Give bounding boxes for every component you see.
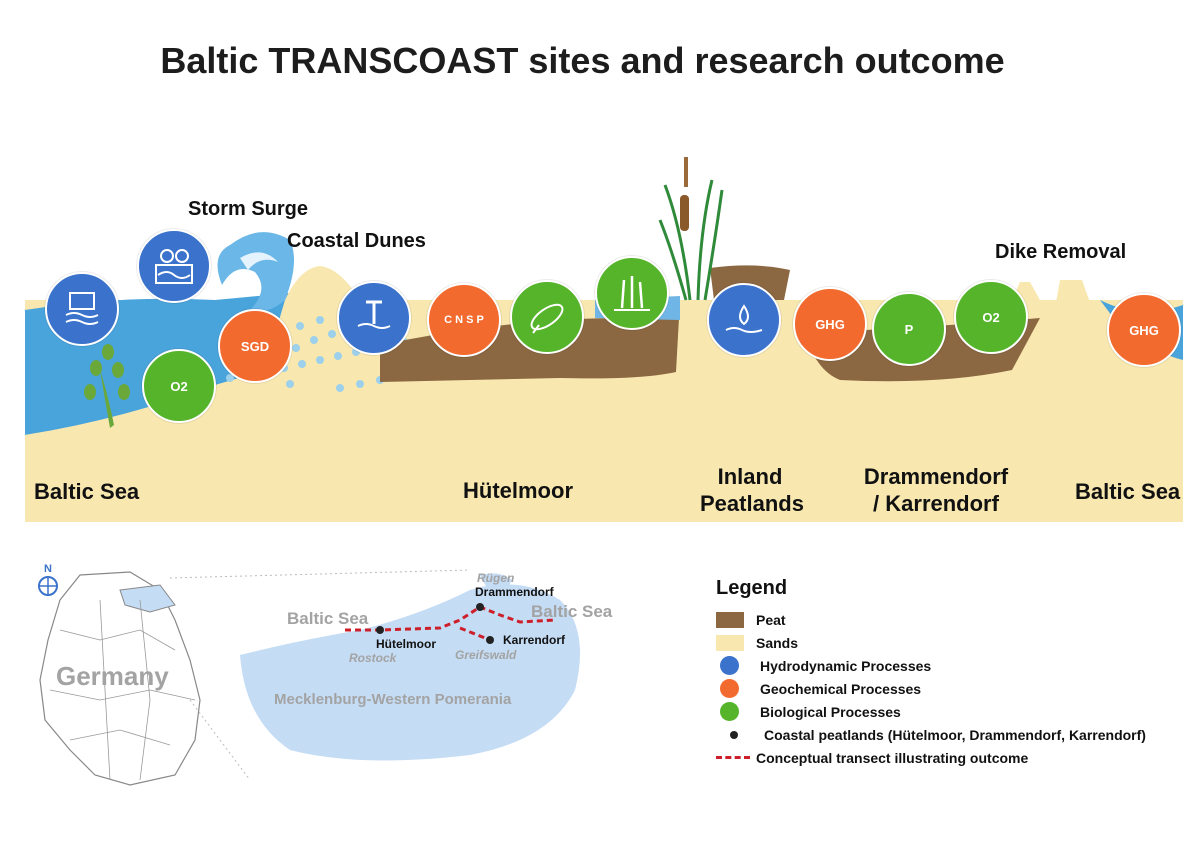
cnsp-p: P <box>476 314 484 326</box>
reeds-plant <box>658 179 724 301</box>
cattail-stalk <box>684 157 688 187</box>
map-label-state: Mecklenburg-Western Pomerania <box>274 691 512 708</box>
p-worms-icon: P <box>872 292 946 366</box>
map-label-greifswald: Greifswald <box>455 648 517 662</box>
sands-swatch <box>716 634 744 651</box>
germany-outline <box>39 571 201 786</box>
legend-label-biological: Biological Processes <box>760 703 901 720</box>
water-drop-icon <box>707 283 781 357</box>
seaweed-plant <box>84 344 130 428</box>
ghg-right-icon: GHG <box>1107 293 1181 367</box>
dike-right <box>1055 280 1092 308</box>
sgd-icon: SGD <box>218 309 292 383</box>
o2-right-icon: O2 <box>954 280 1028 354</box>
sediment-core-icon <box>337 281 411 355</box>
transect-line <box>345 605 556 642</box>
ghg-left-icon: GHG <box>793 287 867 361</box>
label-drammendorf-line2: / Karrendorf <box>873 491 999 516</box>
page-title: Baltic TRANSCOAST sites and research out… <box>160 40 1005 81</box>
o2-left-icon: O2 <box>142 349 216 423</box>
label-baltic-sea-left: Baltic Sea <box>34 479 140 504</box>
label-drammendorf-karrendorf: Drammendorf / Karrendorf <box>862 463 1010 517</box>
biological-dot <box>720 702 739 721</box>
wave-foam <box>240 252 278 270</box>
legend-label-peat: Peat <box>756 611 786 628</box>
map-label-germany: Germany <box>56 661 169 691</box>
label-drammendorf-line1: Drammendorf <box>863 464 1009 489</box>
legend-item-peat: Peat <box>716 608 1146 631</box>
compass-icon <box>38 576 58 596</box>
ruegen-island <box>480 573 512 592</box>
cattail-head <box>680 195 689 231</box>
label-dike-removal: Dike Removal <box>995 241 1127 263</box>
cnsp-s: S <box>466 314 474 326</box>
legend-item-geochemical: Geochemical Processes <box>716 677 1146 700</box>
reeds-icon <box>595 256 669 330</box>
coastal-peatland-dot <box>730 730 738 739</box>
microbe-dna-icon <box>510 280 584 354</box>
legend-label-geochemical: Geochemical Processes <box>760 680 922 697</box>
legend-label-transect: Conceptual transect illustrating outcome <box>756 749 1029 766</box>
geochemical-dot <box>720 679 739 698</box>
p-worms-label: P <box>904 321 914 337</box>
legend-title: Legend <box>716 577 788 599</box>
map-zoom-lines <box>169 569 471 781</box>
legend-label-sands: Sands <box>756 634 799 651</box>
label-coastal-dunes: Coastal Dunes <box>287 230 426 252</box>
legend-item-coastal-peatlands: Coastal peatlands (Hütelmoor, Drammendor… <box>716 723 1146 746</box>
transect-dash <box>716 756 750 759</box>
storm-wave <box>217 232 294 312</box>
legend-item-sands: Sands <box>716 631 1146 654</box>
gears-waves-icon <box>137 229 211 303</box>
map-label-baltic-sea-left: Baltic Sea <box>287 609 369 628</box>
legend-item-biological: Biological Processes <box>716 700 1146 723</box>
legend-item-transect: Conceptual transect illustrating outcome <box>716 746 1146 769</box>
label-inland-peatlands: Inland Peatlands <box>700 463 804 517</box>
cnsp-c: C <box>444 314 453 326</box>
label-inland-line2: Peatlands <box>700 491 804 516</box>
map-label-karrendorf: Karrendorf <box>503 633 566 647</box>
o2-right-label: O2 <box>982 309 1000 325</box>
monitor-waves-icon <box>45 272 119 346</box>
label-storm-surge: Storm Surge <box>188 198 309 220</box>
peat-swatch <box>716 611 744 628</box>
map-label-baltic-sea-right: Baltic Sea <box>531 602 613 621</box>
map-label-rostock: Rostock <box>349 651 397 665</box>
map-label-ruegen: Rügen <box>477 571 515 585</box>
legend-label-hydrodynamic: Hydrodynamic Processes <box>760 657 932 674</box>
site-dot-huetelmoor <box>376 626 384 634</box>
label-huetelmoor: Hütelmoor <box>463 478 573 503</box>
mecklenburg-map <box>240 584 580 761</box>
cnsp-icon: C N S P <box>427 283 501 357</box>
map-label-huetelmoor: Hütelmoor <box>376 637 436 651</box>
hydrodynamic-dot <box>720 656 739 675</box>
label-inland-line1: Inland <box>717 464 783 489</box>
ghg-right-label: GHG <box>1129 322 1159 338</box>
o2-left-label: O2 <box>170 378 188 394</box>
site-dot-drammendorf <box>476 603 484 611</box>
legend-label-coastal-peatlands: Coastal peatlands (Hütelmoor, Drammendor… <box>764 726 1146 743</box>
compass-north-label: N <box>44 563 52 575</box>
legend-item-hydrodynamic: Hydrodynamic Processes <box>716 654 1146 677</box>
sgd-label: SGD <box>240 338 270 354</box>
ghg-left-label: GHG <box>815 316 845 332</box>
site-dot-karrendorf <box>486 636 494 644</box>
cnsp-n: N <box>455 314 464 326</box>
map-label-drammendorf: Drammendorf <box>475 585 554 599</box>
label-baltic-sea-right: Baltic Sea <box>1075 479 1181 504</box>
legend: Legend Peat Sands Hydrodynamic Processes… <box>716 577 1146 769</box>
